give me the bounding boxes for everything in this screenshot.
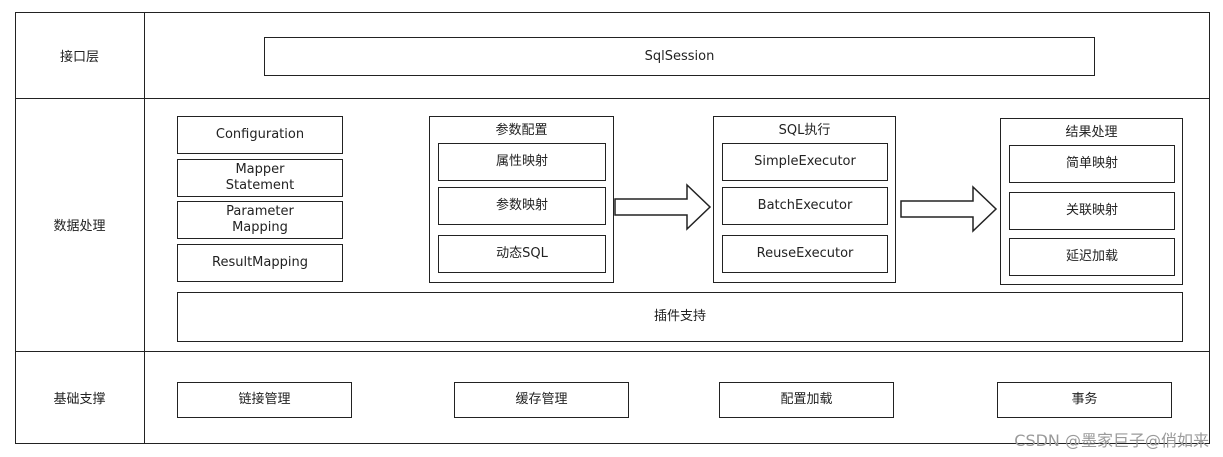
dynamic-sql-box: 动态SQL (438, 235, 606, 273)
parameter-mapping-item-box: 参数映射 (438, 187, 606, 225)
arrow-param-to-exec-icon (614, 183, 712, 231)
lazy-loading-box: 延迟加载 (1009, 238, 1175, 276)
parameter-mapping-line-1: Parameter (226, 204, 294, 219)
mapper-statement-line-2: Statement (225, 178, 295, 193)
row-divider-2 (15, 351, 1210, 352)
arrow-exec-to-result-icon (900, 185, 998, 233)
sqlsession-box: SqlSession (264, 37, 1095, 76)
layer-label-data: 数据处理 (53, 219, 106, 234)
param-group-title: 参数配置 (495, 123, 548, 138)
reuse-executor-box: ReuseExecutor (722, 235, 888, 273)
exec-group: SQL执行 (713, 116, 896, 283)
result-group: 结果处理 (1000, 118, 1183, 285)
layer-label-interface: 接口层 (59, 49, 99, 65)
configuration-box: Configuration (177, 116, 343, 154)
batch-executor-box: BatchExecutor (722, 187, 888, 225)
simple-executor-box: SimpleExecutor (722, 143, 888, 181)
cache-management-box: 缓存管理 (454, 382, 629, 418)
config-loading-box: 配置加载 (719, 382, 894, 418)
result-group-title: 结果处理 (1065, 125, 1118, 140)
param-group: 参数配置 (429, 116, 614, 283)
transaction-box: 事务 (997, 382, 1172, 418)
simple-mapping-box: 简单映射 (1009, 145, 1175, 183)
label-column-divider (144, 12, 145, 444)
property-mapping-box: 属性映射 (438, 143, 606, 181)
watermark-text: CSDN @墨家巨子@俏如来 (1014, 431, 1209, 450)
mapper-statement-line-1: Mapper (235, 162, 285, 177)
parameter-mapping-line-2: Mapping (232, 220, 288, 235)
diagram-frame (15, 12, 1210, 444)
association-mapping-box: 关联映射 (1009, 192, 1175, 230)
result-mapping-box: ResultMapping (177, 244, 343, 282)
layer-label-base: 基础支撑 (53, 392, 106, 407)
exec-group-title: SQL执行 (778, 123, 831, 138)
connection-management-box: 链接管理 (177, 382, 352, 418)
plugin-support-box: 插件支持 (177, 292, 1183, 342)
row-divider-1 (15, 98, 1210, 99)
